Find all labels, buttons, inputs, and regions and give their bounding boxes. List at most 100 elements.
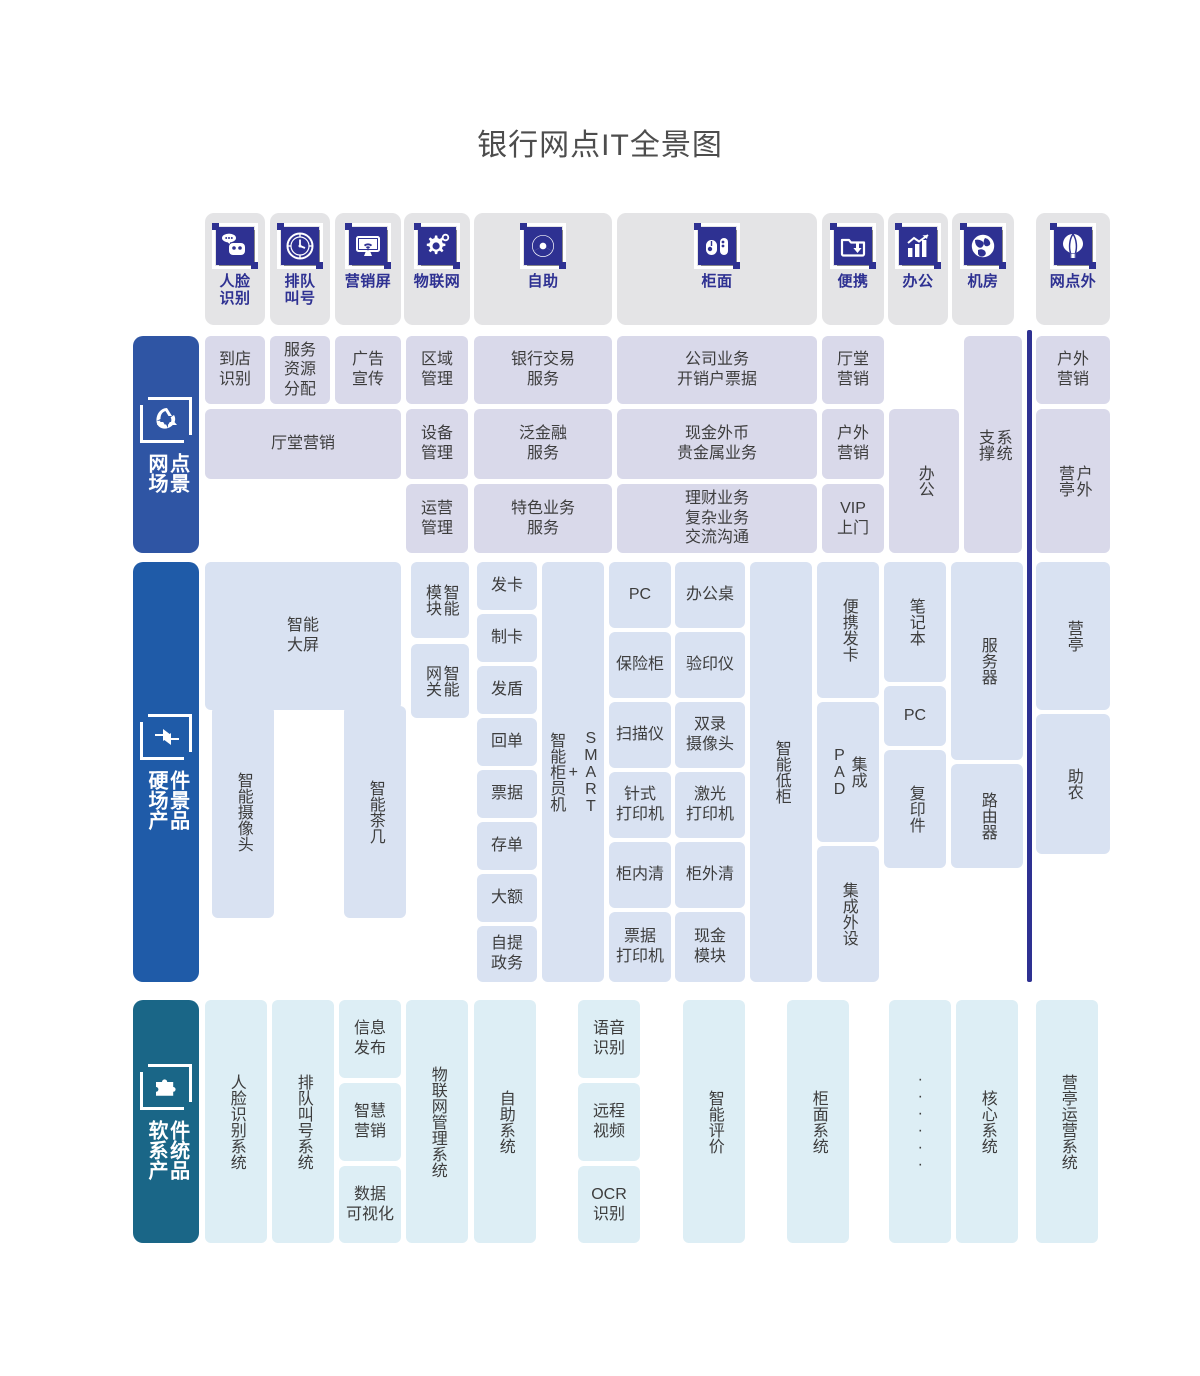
matrix-cell[interactable]: 智慧营销 [339, 1083, 401, 1161]
matrix-cell[interactable]: 语音识别 [578, 1000, 640, 1078]
matrix-cell[interactable]: 公司业务开销户票据 [617, 336, 817, 404]
matrix-cell[interactable]: 物联网管理系统 [406, 1000, 468, 1243]
office-chart-icon [895, 223, 941, 269]
matrix-cell[interactable]: ······ [889, 1000, 951, 1243]
header-band: 人脸识别排队叫号营销屏 物联网自助柜面便携 办公 机房网点外 [0, 213, 1200, 325]
header-column-label: 营销屏 [344, 273, 392, 290]
matrix-cell[interactable]: 远程视频 [578, 1083, 640, 1161]
matrix-cell[interactable]: 服务资源分配 [270, 336, 330, 404]
header-column-label: 便携 [837, 273, 869, 290]
header-column-6[interactable]: 柜面 [617, 213, 817, 325]
matrix-cell[interactable]: 理财业务复杂业务交流沟通 [617, 484, 817, 553]
matrix-cell[interactable]: 服务器 [951, 562, 1023, 760]
matrix-cell[interactable]: 针式打印机 [609, 772, 671, 838]
matrix-cell[interactable]: 厅堂营销 [822, 336, 884, 404]
matrix-cell[interactable]: 广告宣传 [335, 336, 401, 404]
matrix-cell[interactable]: 发盾 [477, 666, 537, 714]
matrix-cell[interactable]: 智能评价 [683, 1000, 745, 1243]
matrix-cell[interactable]: 特色业务服务 [474, 484, 612, 553]
self-service-icon [520, 223, 566, 269]
matrix-cell[interactable]: 办公桌 [675, 562, 745, 628]
matrix-cell[interactable]: 制卡 [477, 614, 537, 662]
matrix-cell[interactable]: 柜内清 [609, 842, 671, 908]
matrix-cell[interactable]: 排队叫号系统 [272, 1000, 334, 1243]
matrix-cell[interactable]: 便携发卡 [817, 562, 879, 698]
header-column-2[interactable]: 排队叫号 [270, 213, 330, 325]
header-column-8[interactable]: 办公 [888, 213, 948, 325]
header-column-1[interactable]: 人脸识别 [205, 213, 265, 325]
header-column-3[interactable]: 营销屏 [335, 213, 401, 325]
sidebar-label: 点景网场 [144, 453, 189, 493]
matrix-cell[interactable]: SMART+智能柜员机 [542, 562, 604, 982]
matrix-cell[interactable]: 自提政务 [477, 926, 537, 982]
matrix-cell[interactable]: 票据打印机 [609, 912, 671, 982]
matrix-cell[interactable]: 自助系统 [474, 1000, 536, 1243]
sidebar-scene[interactable]: 点景网场 [133, 336, 199, 553]
matrix-cell[interactable]: 柜外清 [675, 842, 745, 908]
header-column-7[interactable]: 便携 [822, 213, 884, 325]
matrix-cell[interactable]: 保险柜 [609, 632, 671, 698]
sidebar-label-col-right: 件统品 [166, 1119, 189, 1180]
matrix-cell[interactable]: 路由器 [951, 764, 1023, 868]
matrix-cell[interactable]: PC [609, 562, 671, 628]
matrix-cell[interactable]: 到店识别 [205, 336, 265, 404]
matrix-cell[interactable]: 银行交易服务 [474, 336, 612, 404]
matrix-cell[interactable]: 发卡 [477, 562, 537, 610]
matrix-cell[interactable]: 智能茶几 [344, 706, 406, 918]
matrix-cell[interactable]: 厅堂营销 [205, 409, 401, 479]
matrix-cell[interactable]: 智能摄像头 [212, 706, 274, 918]
matrix-cell[interactable]: 营亭 [1036, 562, 1110, 710]
matrix-cell[interactable]: PC [884, 686, 946, 746]
matrix-cell[interactable]: 扫描仪 [609, 702, 671, 768]
matrix-cell[interactable]: 双录摄像头 [675, 702, 745, 768]
matrix-cell[interactable]: 大额 [477, 874, 537, 922]
matrix-cell[interactable]: 区域管理 [406, 336, 468, 404]
header-column-label: 人脸识别 [219, 273, 251, 308]
matrix-cell[interactable]: 现金模块 [675, 912, 745, 982]
matrix-cell[interactable]: 人脸识别系统 [205, 1000, 267, 1243]
matrix-cell[interactable]: 户外营亭 [1036, 409, 1110, 553]
matrix-cell[interactable]: 营亭运营系统 [1036, 1000, 1098, 1243]
header-column-label: 办公 [902, 273, 934, 290]
matrix-cell[interactable]: 设备管理 [406, 409, 468, 479]
matrix-cell[interactable]: 智能网关 [411, 644, 469, 718]
outdoor-balloon-icon [1050, 223, 1096, 269]
header-column-10[interactable]: 网点外 [1036, 213, 1110, 325]
sidebar-label-col-right: 件景品 [166, 770, 189, 830]
matrix-cell[interactable]: 票据 [477, 770, 537, 818]
scene-recycle-icon [139, 395, 193, 444]
matrix-cell[interactable]: 系统支撑 [964, 336, 1022, 553]
header-column-9[interactable]: 机房 [952, 213, 1014, 325]
matrix-cell[interactable]: 验印仪 [675, 632, 745, 698]
matrix-cell[interactable]: 集成外设 [817, 846, 879, 982]
matrix-cell[interactable]: 核心系统 [956, 1000, 1018, 1243]
matrix-cell[interactable]: 智能低柜 [750, 562, 812, 982]
matrix-cell[interactable]: 激光打印机 [675, 772, 745, 838]
matrix-cell[interactable]: 存单 [477, 822, 537, 870]
matrix-cell[interactable]: 现金外币贵金属业务 [617, 409, 817, 479]
matrix-cell[interactable]: 信息发布 [339, 1000, 401, 1078]
matrix-cell[interactable]: 户外营销 [822, 409, 884, 479]
matrix-cell[interactable]: 办公 [889, 409, 959, 553]
matrix-cell[interactable]: 智能模块 [411, 562, 469, 638]
header-column-label: 物联网 [413, 273, 461, 290]
matrix-cell[interactable]: 回单 [477, 718, 537, 766]
sidebar-software[interactable]: 件统品软系产 [133, 1000, 199, 1243]
matrix-cell[interactable]: 智能大屏 [205, 562, 401, 710]
matrix-cell[interactable]: 数据可视化 [339, 1166, 401, 1243]
portable-folder-icon [830, 223, 876, 269]
matrix-cell[interactable]: 户外营销 [1036, 336, 1110, 404]
matrix-cell[interactable]: 运营管理 [406, 484, 468, 553]
sidebar-hardware[interactable]: 件景品硬场产 [133, 562, 199, 982]
matrix-cell[interactable]: 笔记本 [884, 562, 946, 682]
matrix-cell[interactable]: 复印件 [884, 750, 946, 868]
matrix-cell[interactable]: 助农 [1036, 714, 1110, 854]
matrix-cell[interactable]: 柜面系统 [787, 1000, 849, 1243]
header-column-4[interactable]: 物联网 [404, 213, 470, 325]
header-column-5[interactable]: 自助 [474, 213, 612, 325]
matrix-cell[interactable]: 泛金融服务 [474, 409, 612, 479]
